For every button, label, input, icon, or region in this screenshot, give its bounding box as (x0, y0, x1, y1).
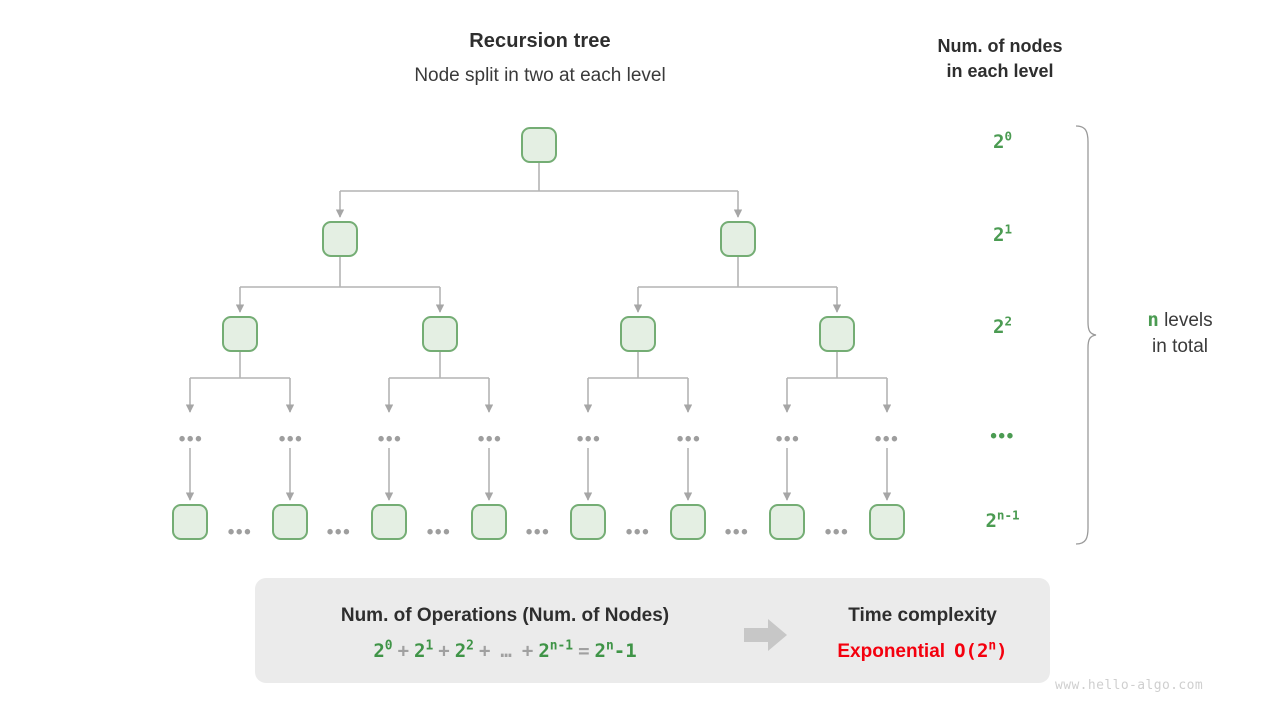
bottom-gap-ellipsis-1: ••• (326, 522, 352, 543)
tree-ellipsis-l3-1: ••• (278, 429, 304, 450)
formula-op-plus-3: + (521, 640, 534, 662)
formula-term-2: 22 (454, 638, 474, 662)
tree-node-l2-0 (222, 316, 258, 352)
node-count-column-header-line2: in each level (946, 61, 1054, 81)
watermark: www.hello-algo.com (1055, 678, 1204, 693)
brace-caption-line1: n levels (1100, 307, 1260, 334)
formula-ellipsis: … (500, 640, 512, 662)
right-block-arrow-icon (744, 618, 788, 652)
tree-node-l4-4 (570, 504, 606, 540)
formula-term-0: 20 (373, 638, 393, 662)
tree-node-l4-7 (869, 504, 905, 540)
level-count-0-base: 2 (993, 131, 1005, 153)
level-count-4-exp: n-1 (996, 507, 1020, 523)
level-count-1-base: 2 (993, 224, 1005, 246)
diagram-subtitle: Node split in two at each level (414, 65, 666, 86)
brace-caption: n levels in total (1100, 307, 1260, 360)
level-count-2-base: 2 (993, 316, 1005, 338)
complexity-header: Time complexity (848, 605, 997, 626)
formula-op-plus-1: + (438, 640, 450, 662)
level-count-1-exp: 1 (1004, 221, 1012, 237)
level-count-2-exp: 2 (1004, 313, 1012, 329)
tree-node-l4-1 (272, 504, 308, 540)
formula-term-1: 21 (414, 638, 434, 662)
level-count-4: 2n-1 (940, 509, 1065, 532)
complexity-word: Exponential (837, 641, 946, 662)
bottom-gap-ellipsis-6: ••• (824, 522, 850, 543)
level-count-0: 20 (940, 130, 1065, 153)
tree-node-l4-0 (172, 504, 208, 540)
tree-ellipsis-l3-6: ••• (775, 429, 801, 450)
tree-ellipsis-l3-3: ••• (477, 429, 503, 450)
bottom-gap-ellipsis-5: ••• (724, 522, 750, 543)
formula-op-equals: = (578, 640, 590, 662)
level-count-4-base: 2 (985, 510, 997, 532)
tree-ellipsis-l3-4: ••• (576, 429, 602, 450)
complexity-verdict: Exponential O(2n) (800, 638, 1045, 662)
formula-term-3: 2n-1 (538, 638, 574, 662)
tree-ellipsis-l3-0: ••• (178, 429, 204, 450)
tree-node-l2-1 (422, 316, 458, 352)
level-count-3-ellipsis: ••• (990, 426, 1015, 447)
brace-variable: n (1147, 309, 1159, 331)
tree-node-l1-1 (720, 221, 756, 257)
tree-ellipsis-l3-5: ••• (676, 429, 702, 450)
summary-panel (255, 578, 1050, 683)
tree-node-l1-0 (322, 221, 358, 257)
node-count-column-header-line1: Num. of nodes (937, 36, 1063, 56)
brace-caption-word-levels: levels (1164, 310, 1213, 331)
operations-formula: 20+21+22+…+2n-1=2n-1 (275, 638, 735, 662)
tree-ellipsis-l3-7: ••• (874, 429, 900, 450)
bottom-gap-ellipsis-3: ••• (525, 522, 551, 543)
level-count-0-exp: 0 (1004, 128, 1012, 144)
bottom-gap-ellipsis-4: ••• (625, 522, 651, 543)
diagram-title: Recursion tree (469, 30, 611, 52)
bottom-gap-ellipsis-0: ••• (227, 522, 253, 543)
levels-brace (1075, 125, 1097, 545)
tree-node-l0-0 (521, 127, 557, 163)
tree-node-l2-3 (819, 316, 855, 352)
bottom-gap-ellipsis-2: ••• (426, 522, 452, 543)
brace-caption-line2: in total (1152, 336, 1208, 357)
formula-op-plus-2: + (478, 640, 491, 662)
tree-node-l4-6 (769, 504, 805, 540)
formula-op-plus-0: + (397, 640, 410, 662)
level-count-2: 22 (940, 315, 1065, 338)
tree-node-l4-3 (471, 504, 507, 540)
tree-node-l2-2 (620, 316, 656, 352)
complexity-big-o: O(2n) (954, 638, 1008, 662)
operations-header: Num. of Operations (Num. of Nodes) (340, 605, 670, 626)
level-count-1: 21 (940, 223, 1065, 246)
tree-node-l4-5 (670, 504, 706, 540)
tree-node-l4-2 (371, 504, 407, 540)
tree-ellipsis-l3-2: ••• (377, 429, 403, 450)
formula-term-result: 2n-1 (594, 638, 637, 662)
